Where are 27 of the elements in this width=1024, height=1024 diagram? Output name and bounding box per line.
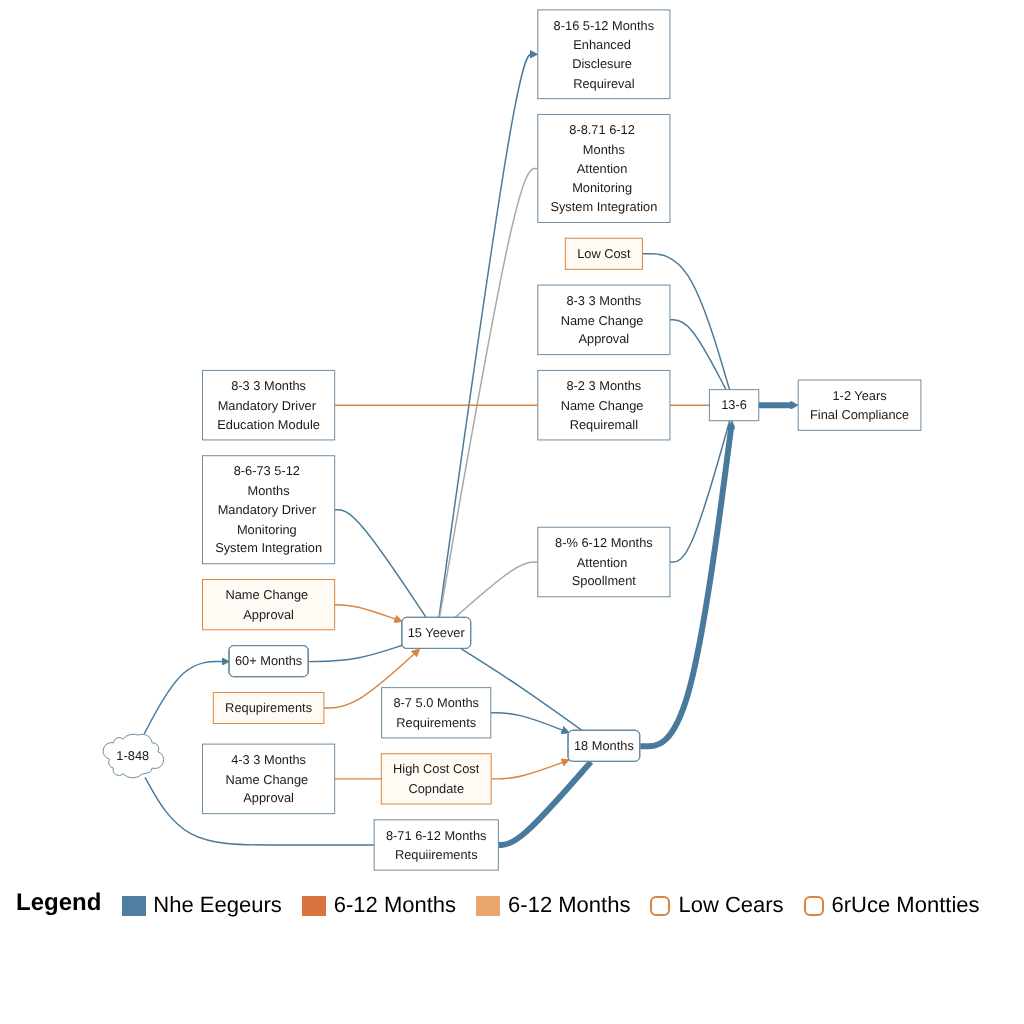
- arrow: [333, 603, 403, 624]
- legend-text: 6rUce Montties: [831, 894, 980, 918]
- connector: [438, 167, 539, 619]
- connector: [669, 419, 731, 563]
- arrow: [438, 49, 539, 619]
- connector: [669, 319, 727, 391]
- connector: [669, 404, 711, 406]
- arrow: [640, 420, 736, 750]
- legend-text: Low Cears: [678, 894, 784, 918]
- connector: [333, 509, 428, 619]
- legend-text: 6-12 Months: [508, 894, 631, 918]
- connector: [333, 404, 539, 406]
- connector: [453, 561, 539, 619]
- legend-text: 6-12 Months: [333, 894, 457, 918]
- arrow: [143, 657, 230, 735]
- arrow: [490, 712, 570, 735]
- connector: [144, 776, 375, 846]
- arrow: [758, 400, 799, 410]
- arrow: [323, 648, 421, 709]
- legend-text: Nhe Eegeurs: [153, 894, 282, 918]
- legend-title: Legend: [16, 888, 102, 916]
- connector: [460, 648, 584, 732]
- connector: [307, 644, 404, 663]
- arrow: [490, 758, 570, 780]
- connector: [333, 778, 382, 780]
- connector: [641, 253, 731, 391]
- connector: [498, 759, 594, 848]
